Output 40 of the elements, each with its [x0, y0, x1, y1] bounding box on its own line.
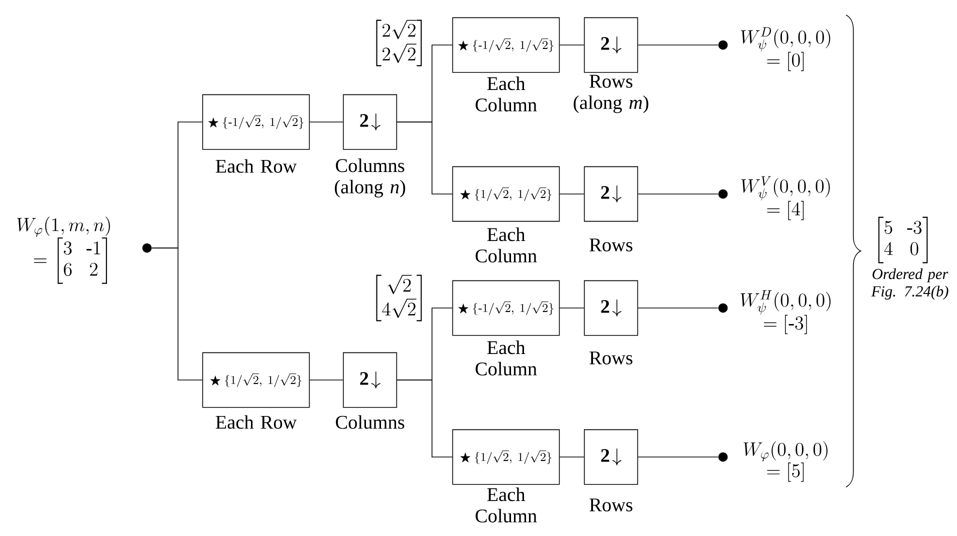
caption-text: Each Column: [476, 488, 537, 522]
caption-text: Each Column: [476, 228, 537, 262]
note-text: Ordered per Fig. 7.24(b): [871, 268, 948, 300]
caption-text: Each Row: [216, 159, 297, 173]
coefficient-formula: $\begin{array}{c}W^{H}_{\psi}(0, 0, 0)\\ =[\text{-}3]\end{array}$: [740, 290, 831, 334]
caption-text: Columns (along n): [334, 158, 406, 198]
coefficient-formula: $\begin{array}{c}W_{\varphi}(0, 0, 0)\\ =[5]\end{array}$: [744, 441, 828, 482]
connector-line: [559, 44, 584, 46]
downsample-box: $\mathbf{2}\!\downarrow$: [342, 94, 398, 150]
filter-box: $\bigstar\ \{1/\sqrt{2},\ 1/\sqrt{2}\}$: [452, 166, 560, 222]
caption-text: Each Column: [476, 340, 537, 376]
downsample-box: $\mathbf{2}\!\downarrow$: [584, 166, 638, 222]
filter-box: $\bigstar\ \{1/\sqrt{2},\ 1/\sqrt{2}\}$: [452, 429, 560, 485]
filter-box: $\bigstar\ \{\text{-}1/\sqrt{2},\ 1/\sqrt{2}\}$: [452, 280, 560, 336]
caption-text: Rows: [590, 352, 632, 364]
caption-text: Rows: [590, 238, 632, 252]
downsample-box: $\mathbf{2}\!\downarrow$: [584, 280, 638, 336]
downsample-box: $\mathbf{2}\!\downarrow$: [584, 17, 638, 73]
coefficient-formula: $\begin{array}{r}W_{\varphi}(1, m, n)\\ = \begin{bmatrix}3 & \text{-}1\\ 6 & 2\end{bmatrix}\end{array}$: [17, 216, 110, 284]
filter-box: $\bigstar\ \{1/\sqrt{2},\ 1/\sqrt{2}\}$: [202, 352, 310, 408]
caption-text: Each Column: [476, 76, 537, 112]
matrix-formula: $\begin{bmatrix}\sqrt{2}\\ 4\sqrt{2}\end{bmatrix}$: [376, 274, 422, 322]
caption-text: Columns: [336, 415, 404, 429]
filter-box: $\bigstar\ \{\text{-}1/\sqrt{2},\ 1/\sqrt{2}\}$: [202, 94, 310, 150]
caption-text: Each Row: [216, 415, 297, 429]
caption-text: Rows: [590, 498, 632, 512]
downsample-box: $\mathbf{2}\!\downarrow$: [584, 429, 638, 485]
caption-text: Rows (along m): [574, 74, 648, 114]
coefficient-formula: $\begin{array}{c}W^{D}_{\psi}(0, 0, 0)\\ =[0]\end{array}$: [740, 27, 830, 72]
matrix-formula: $\begin{bmatrix}5 & \text{-}3\\ 4 & 0\end{bmatrix}$: [878, 216, 928, 264]
connector-line: [396, 380, 453, 458]
connector-line: [559, 456, 584, 458]
connector-line: [396, 122, 453, 194]
coefficient-formula: $\begin{array}{c}W^{V}_{\psi}(0, 0, 0)\\ =[4]\end{array}$: [741, 176, 830, 220]
connector-line: [638, 456, 718, 458]
connector-line: [152, 248, 203, 380]
connector-line: [638, 44, 718, 46]
filter-box: $\bigstar\ \{\text{-}1/\sqrt{2},\ 1/\sqrt{2}\}$: [452, 17, 560, 73]
matrix-formula: $\begin{bmatrix}2\sqrt{2}\\ 2\sqrt{2}\end{bmatrix}$: [376, 20, 422, 66]
downsample-box: $\mathbf{2}\!\downarrow$: [342, 352, 398, 408]
